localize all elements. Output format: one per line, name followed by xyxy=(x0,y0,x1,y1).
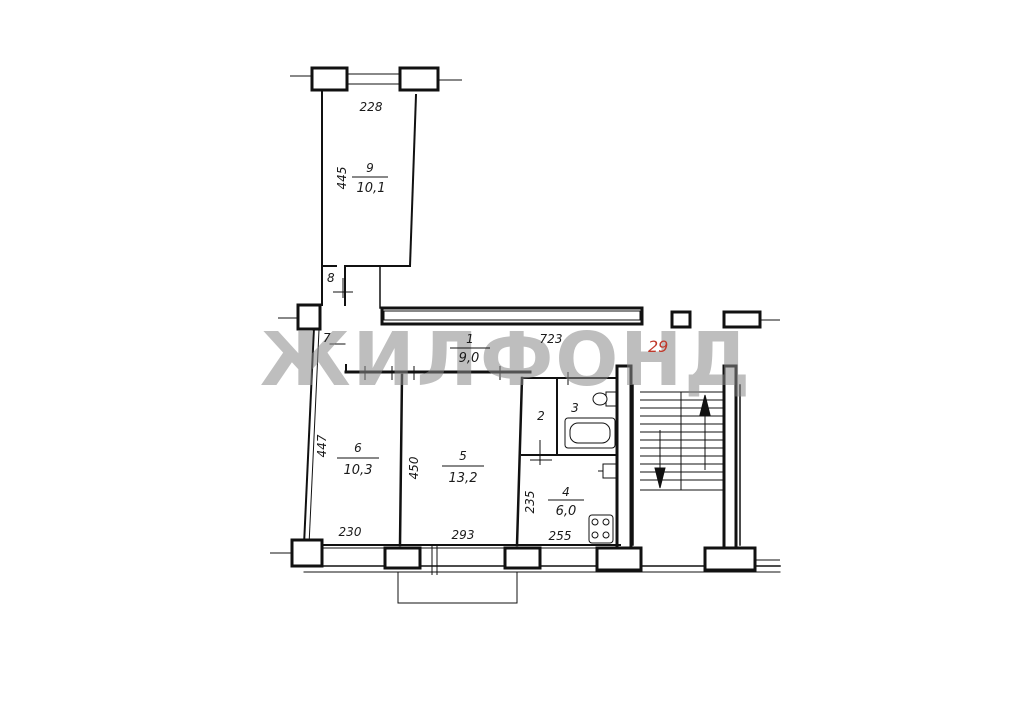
dim-room4-width: 255 xyxy=(549,529,572,543)
staircase xyxy=(640,391,724,491)
dim-room5-width: 293 xyxy=(452,528,475,542)
room-4-number: 4 xyxy=(562,485,570,499)
room-4-area: 6,0 xyxy=(556,504,577,519)
dim-room9-length: 445 xyxy=(335,167,349,190)
room-3-number: 3 xyxy=(571,401,579,415)
room-9-label: 9 10,1 xyxy=(352,161,388,196)
room-7-number: 7 xyxy=(323,331,331,345)
dim-room6-width: 230 xyxy=(339,525,362,539)
room-4-label: 4 6,0 xyxy=(548,485,584,519)
bathtub xyxy=(564,417,616,449)
dim-room9-width: 228 xyxy=(360,100,383,114)
room-6-area: 10,3 xyxy=(344,463,373,478)
room-1-area: 9,0 xyxy=(459,351,480,366)
stair-number: 29 xyxy=(648,337,668,356)
stove xyxy=(588,514,614,544)
room-2-number: 2 xyxy=(537,409,545,423)
room-5-number: 5 xyxy=(459,449,467,463)
windows xyxy=(270,66,780,575)
toilet xyxy=(592,391,617,407)
watermark: ЖИЛФОНД xyxy=(260,317,752,403)
dim-room4-length: 235 xyxy=(523,491,537,514)
room-9-number: 9 xyxy=(366,161,374,175)
room-5-area: 13,2 xyxy=(449,471,478,486)
walls xyxy=(302,91,781,604)
dim-room5-length: 450 xyxy=(407,456,421,479)
sink xyxy=(598,463,617,479)
doors xyxy=(333,278,569,465)
room-6-label: 6 10,3 xyxy=(337,441,379,478)
room-6-number: 6 xyxy=(354,441,362,455)
room-5-label: 5 13,2 xyxy=(442,449,484,486)
dim-corridor-length: 723 xyxy=(540,332,563,346)
dim-room6-length: 447 xyxy=(315,434,329,457)
room-1-label: 1 9,0 xyxy=(450,332,490,366)
fixtures xyxy=(564,391,617,544)
room-9-area: 10,1 xyxy=(357,181,386,196)
room-8-number: 8 xyxy=(327,271,335,285)
room-1-number: 1 xyxy=(466,332,474,346)
